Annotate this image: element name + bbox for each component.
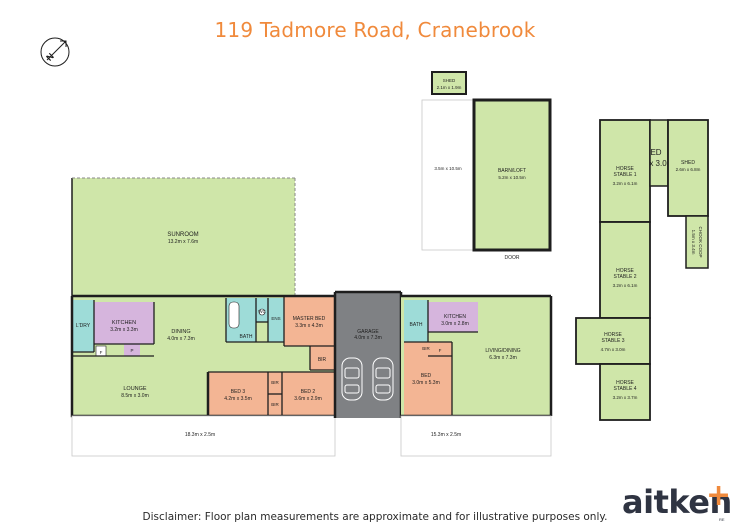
fridge-flat-label: F (439, 348, 442, 353)
master-bed (284, 296, 335, 346)
kitchen-main (94, 302, 154, 344)
stable1-dims: 3.2m x 6.1m (613, 181, 638, 186)
door-label: DOOR (505, 255, 520, 261)
living-dining-dims: 6.3m x 7.3m (489, 355, 517, 361)
disclaimer: Disclaimer: Floor plan measurements are … (142, 511, 608, 523)
dining-label: DINING (171, 329, 190, 335)
kitchen-main-dims: 3.2m x 3.3m (110, 327, 138, 333)
barn-loft (472, 98, 552, 252)
ldry-label: L'DRY (76, 323, 91, 329)
bath-main-label: BATH (240, 334, 253, 340)
lounge-dims: 8.5m x 3.0m (121, 393, 149, 399)
ens-label: ENS (271, 316, 280, 321)
bed3-label: BED 3 (231, 389, 246, 395)
master-bed-label: MASTER BED (293, 316, 326, 322)
bir-2-label: BIR (271, 402, 279, 407)
shed-small (431, 71, 467, 95)
lounge-label: LOUNGE (123, 386, 147, 392)
bed2-dims: 3.6m x 2.9m (294, 396, 322, 402)
laundry (72, 300, 94, 352)
shed-right-label: SHED (681, 160, 695, 166)
verandah-main-dims: 18.3m x 2.5m (185, 432, 215, 438)
bir-1 (268, 372, 282, 394)
bir-flat-label: BIR (422, 346, 430, 351)
brand-plus-icon: + (706, 478, 732, 513)
stable2-dims: 3.2m x 6.1m (613, 283, 638, 288)
stable4-dims: 3.2m x 3.7m (613, 395, 638, 400)
sunroom (72, 178, 295, 296)
chook-label: CHOOK COOP (698, 226, 703, 257)
kitchen-flat (428, 302, 478, 332)
bir-2 (268, 394, 282, 416)
car-icon (341, 357, 363, 401)
bed-3 (208, 372, 268, 416)
shed-partial-dims: x 3.0 (649, 159, 667, 168)
bed-2 (282, 372, 335, 416)
chook-coop (685, 215, 709, 269)
brand-logo: aitken (622, 483, 732, 521)
car-icon (372, 357, 394, 401)
bed-flat-label: BED (421, 373, 432, 379)
open-area-dims: 3.5m x 10.5m (434, 166, 462, 171)
shed-partial-label: ED (650, 148, 661, 157)
fridge-label: F (100, 350, 103, 355)
verandah-flat-dims: 15.3m x 2.5m (431, 432, 461, 438)
verandah-flat (400, 415, 552, 457)
kitchen-main-label: KITCHEN (112, 320, 136, 326)
barn-dims: 5.2m x 10.5m (498, 175, 526, 180)
master-bed-dims: 3.3m x 4.3m (295, 323, 323, 329)
bath-flat-label: BATH (410, 322, 423, 328)
barn-label: BARN/LOFT (498, 168, 526, 174)
brand-suffix: RE (719, 517, 725, 522)
bir-1-label: BIR (271, 380, 279, 385)
sunroom-dims: 13.2m x 7.6m (168, 239, 198, 245)
compass-icon: N (40, 37, 70, 67)
wc-label: WC (258, 309, 266, 314)
shed-right-dims: 2.6m x 6.8m (676, 167, 701, 172)
garage-label: GARAGE (357, 329, 379, 335)
kitchen-flat-dims: 3.0m x 2.8m (441, 321, 469, 327)
living-dining-label: LIVING/DINING (485, 348, 520, 354)
verandah-main (71, 415, 336, 457)
pantry-label: P (130, 348, 133, 353)
shed-small-label: SHED (443, 78, 456, 83)
chook-dims: 1.5m x 3.4m (691, 230, 696, 255)
open-area (421, 99, 475, 251)
compass-letter: N (44, 51, 56, 63)
bed2-label: BED 2 (301, 389, 316, 395)
bir-master (310, 346, 335, 370)
dining-dims: 4.0m x 7.3m (167, 336, 195, 342)
bath-flat (404, 300, 428, 342)
bir-master-label: BIR (318, 357, 327, 363)
garage-dims: 4.0m x 7.3m (354, 335, 382, 341)
ensuite (268, 298, 284, 342)
horse-stable-2 (599, 221, 651, 319)
page-title: 119 Tadmore Road, Cranebrook (214, 18, 536, 42)
horse-stable-1 (599, 119, 651, 223)
shed-right (667, 119, 709, 217)
horse-stable-4 (599, 363, 651, 421)
bir-flat (428, 342, 452, 356)
stable3-dims: 4.7m x 3.0m (601, 347, 626, 352)
shed-small-dims: 2.1m x 1.9m (437, 85, 462, 90)
bed-flat-dims: 3.0m x 5.3m (412, 380, 440, 386)
kitchen-flat-label: KITCHEN (444, 314, 466, 320)
sunroom-label: SUNROOM (167, 232, 198, 238)
bed3-dims: 4.2m x 3.5m (224, 396, 252, 402)
garage (335, 292, 401, 418)
